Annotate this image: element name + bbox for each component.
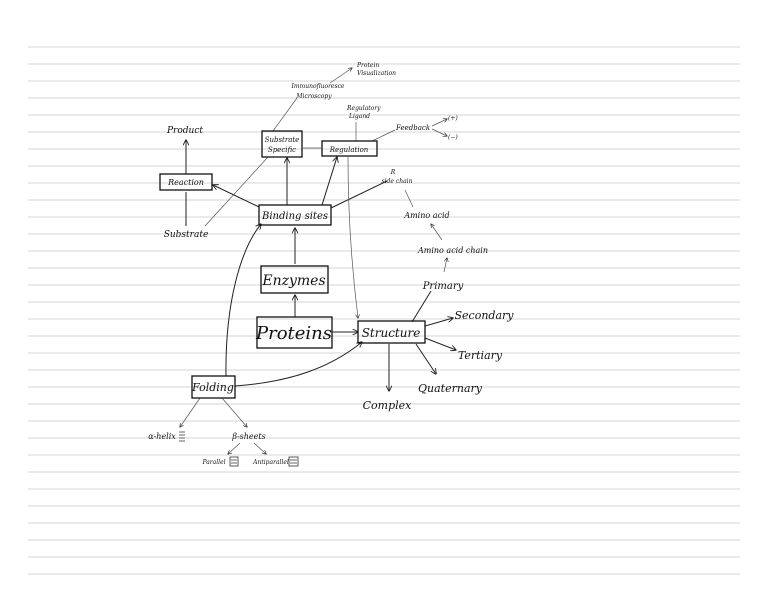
edge-substrate-specific-immuno	[272, 97, 298, 132]
edge-amino-r	[404, 189, 414, 208]
edge-primary-chain	[443, 258, 447, 273]
microscopy-label: Microscopy	[295, 93, 332, 100]
regulation-label: Regulation	[329, 146, 369, 154]
edge-feedback-neg	[431, 128, 447, 136]
edge-binding-reaction	[213, 185, 260, 208]
substrate-specific-label-line2: Specific	[268, 146, 296, 154]
edge-feedback-pos	[431, 119, 447, 127]
r-side-chain-label-line2: side chain	[382, 178, 413, 185]
edge-chain-amino	[431, 224, 443, 241]
edge-binding-r-side-chain	[330, 180, 388, 209]
binding-sites-label: Binding sites	[261, 211, 328, 222]
folding-label: Folding	[191, 381, 234, 394]
proteins-box	[256, 316, 333, 349]
amino-acid-chain-label: Amino acid chain	[417, 246, 488, 255]
primary-label: Primary	[422, 281, 464, 292]
helix-icon	[179, 431, 185, 442]
enzymes-box	[260, 265, 329, 294]
feedback-label: Feedback	[395, 124, 430, 132]
edge-immuno-visualization	[329, 68, 352, 84]
edge-structure-tertiary	[424, 337, 456, 350]
immunofluorescence-label: Immunofluoresce	[291, 83, 345, 90]
proteins-label: Proteins	[255, 323, 332, 344]
quaternary-label: Quaternary	[418, 382, 483, 395]
structure-box	[357, 320, 426, 344]
beta-sheets-label: β-sheets	[231, 432, 265, 441]
protein-visualization-label-line2: Visualization	[357, 70, 396, 77]
protein-visualization-label-line1: Protein	[356, 62, 379, 69]
parallel-sheet-icon	[229, 456, 239, 467]
r-side-chain-label-line1: R	[390, 169, 396, 176]
tertiary-label: Tertiary	[458, 349, 503, 362]
edge-binding-regulation	[321, 157, 337, 206]
edge-beta-antiparallel	[253, 442, 266, 454]
edge-structure-secondary	[424, 318, 453, 327]
regulation-box	[321, 140, 378, 157]
edge-regulation-structure	[347, 156, 358, 318]
product-label: Product	[166, 126, 203, 136]
antiparallel-label: Antiparallel	[252, 459, 289, 466]
edge-folding-structure	[234, 342, 362, 387]
substrate-specific-label-line1: Substrate	[265, 136, 300, 144]
regulatory-ligand-label-line2: Ligand	[348, 113, 370, 120]
edge-substrate-substrate-specific	[204, 156, 269, 227]
edge-folding-alpha	[180, 397, 201, 427]
substrate-label: Substrate	[164, 230, 209, 240]
edge-structure-quaternary	[415, 343, 436, 374]
connectors	[180, 68, 456, 454]
edge-regulation-feedback	[371, 129, 396, 142]
edge-beta-parallel	[228, 442, 241, 454]
secondary-label: Secondary	[455, 309, 515, 322]
node-labels: Proteins Enzymes Binding sites Structure…	[148, 62, 514, 466]
regulatory-ligand-label-line1: Regulatory	[346, 105, 381, 112]
structure-label: Structure	[362, 326, 421, 340]
alpha-helix-label: α-helix	[148, 432, 176, 441]
ruled-lines	[28, 46, 740, 575]
binding-sites-box	[258, 204, 332, 226]
enzymes-label: Enzymes	[261, 273, 325, 289]
feedback-negative-label: (−)	[448, 134, 458, 141]
folding-box	[191, 375, 236, 399]
feedback-positive-label: (+)	[448, 115, 458, 122]
complex-label: Complex	[363, 399, 413, 412]
node-boxes	[159, 130, 426, 399]
reaction-label: Reaction	[167, 178, 204, 187]
amino-acid-label: Amino acid	[403, 211, 449, 220]
reaction-box	[159, 173, 213, 191]
parallel-label: Parallel	[201, 459, 225, 466]
edge-folding-beta	[221, 397, 247, 427]
antiparallel-sheet-icon	[288, 456, 299, 467]
substrate-specific-box	[261, 130, 303, 158]
edge-structure-primary	[411, 290, 432, 323]
edge-folding-binding-sites	[225, 224, 261, 377]
